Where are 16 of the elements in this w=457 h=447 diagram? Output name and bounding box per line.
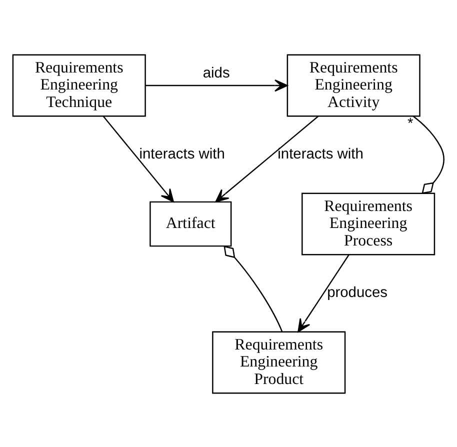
edge-label: * (408, 116, 414, 132)
edge-label: aids (202, 65, 230, 82)
node-box: Requirements Engineering Product (212, 330, 346, 394)
edge-label: interacts with (278, 146, 364, 162)
node-box: Artifact (150, 200, 232, 246)
connector (224, 245, 283, 332)
node-box: Requirements Engineering Activity (286, 54, 420, 116)
edge-label: produces (327, 284, 388, 301)
arrow (146, 78, 288, 92)
connector (413, 115, 444, 194)
arrow (298, 254, 350, 332)
edge-label: interacts with (139, 146, 225, 162)
node-box: Requirements Engineering Process (302, 192, 436, 255)
node-box: Requirements Engineering Technique (12, 54, 146, 116)
arrow (215, 115, 319, 202)
arrow (102, 115, 174, 202)
